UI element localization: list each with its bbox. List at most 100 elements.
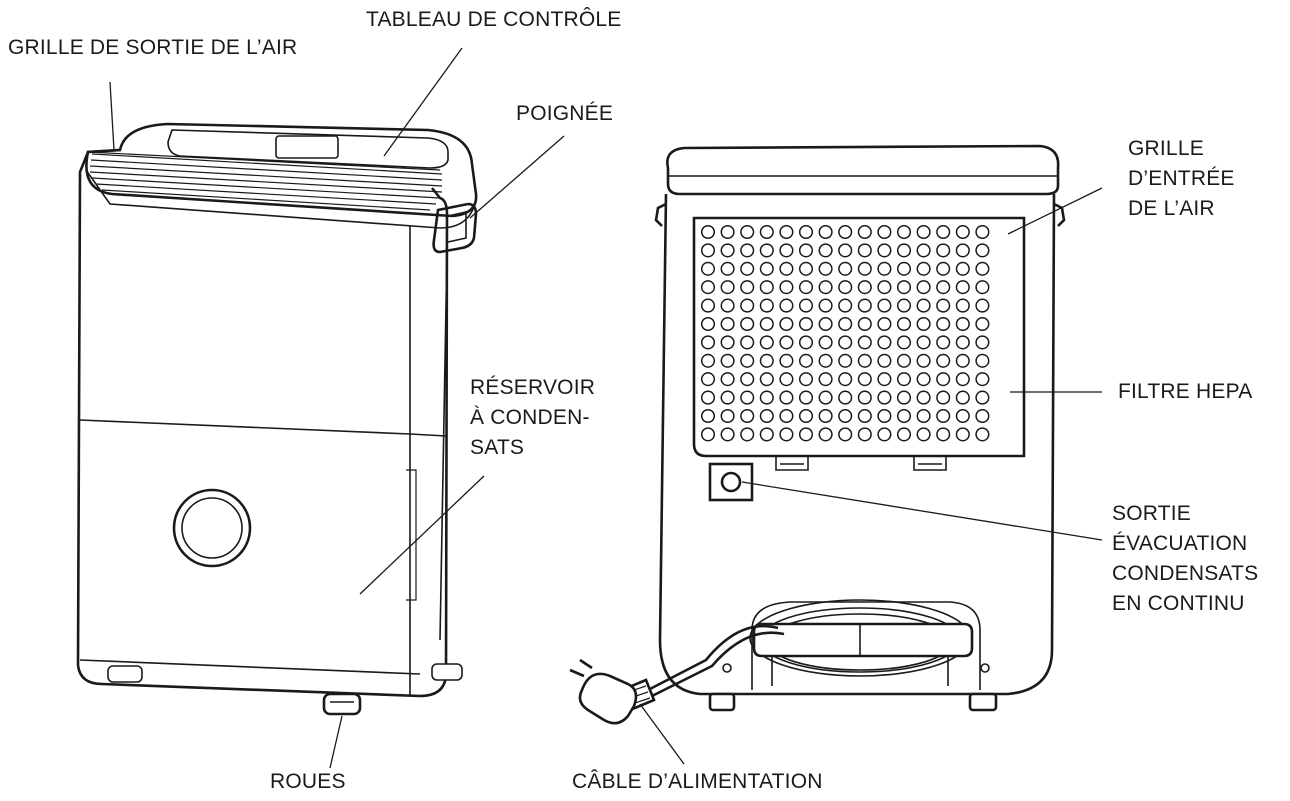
back-top-lid — [666, 144, 1060, 196]
air-inlet-hole — [740, 280, 755, 295]
air-inlet-hole — [838, 280, 853, 295]
air-inlet-hole — [720, 408, 735, 424]
filter-clip-right — [913, 456, 947, 471]
air-inlet-hole — [759, 335, 774, 350]
air-inlet-hole — [798, 243, 814, 258]
air-inlet-hole — [798, 261, 814, 276]
air-inlet-hole — [857, 316, 872, 332]
air-inlet-hole — [916, 335, 931, 350]
cable-wrap — [749, 599, 981, 690]
air-inlet-hole — [975, 335, 990, 350]
air-inlet-hole — [877, 372, 892, 387]
air-inlet-hole — [700, 224, 716, 240]
air-inlet-hole — [877, 224, 892, 240]
air-inlet-hole — [896, 335, 912, 350]
air-inlet-hole — [779, 316, 794, 332]
air-inlet-hole — [818, 390, 833, 405]
air-inlet-hole — [975, 353, 990, 368]
air-inlet-hole — [818, 316, 833, 332]
label-water-tank: RÉSERVOIR À CONDEN- SATS — [470, 373, 595, 463]
air-inlet-hole — [818, 261, 833, 276]
air-inlet-hole — [877, 261, 892, 276]
air-inlet-hole — [779, 298, 794, 313]
air-inlet-hole — [838, 372, 853, 387]
air-inlet-hole — [720, 298, 735, 313]
air-inlet-hole — [759, 261, 774, 276]
power-cable — [647, 624, 779, 692]
air-inlet-hole — [818, 408, 833, 424]
air-inlet-hole — [779, 353, 794, 368]
air-inlet-hole — [955, 372, 970, 387]
drain-outlet-hole — [720, 471, 742, 493]
air-inlet-hole — [740, 408, 755, 424]
label-drain-line-3: CONDENSATS — [1112, 562, 1259, 585]
air-inlet-hole — [857, 427, 872, 442]
air-inlet-hole — [975, 224, 990, 240]
air-inlet-hole — [838, 261, 853, 276]
air-outlet-louvers — [87, 151, 443, 211]
air-inlet-hole — [700, 390, 716, 405]
water-tank-seam — [79, 419, 411, 435]
air-inlet-hole — [779, 335, 794, 350]
air-inlet-hole — [700, 408, 716, 424]
leader-drain — [741, 481, 1103, 541]
air-inlet-hole — [740, 224, 755, 240]
air-inlet-hole — [896, 390, 912, 405]
air-inlet-hole — [936, 316, 951, 332]
air-inlet-hole — [779, 280, 794, 295]
air-inlet-hole — [936, 224, 951, 240]
air-inlet-hole — [740, 390, 755, 405]
air-inlet-hole — [798, 298, 814, 313]
air-inlet-hole — [818, 427, 833, 442]
air-inlet-hole — [838, 298, 853, 313]
water-level-ring-inner — [181, 497, 243, 559]
leader-wheels — [329, 715, 343, 769]
air-inlet-hole — [779, 261, 794, 276]
air-inlet-hole — [798, 353, 814, 368]
air-inlet-hole — [818, 280, 833, 295]
air-inlet-hole — [916, 280, 931, 295]
air-inlet-hole — [759, 427, 774, 442]
air-inlet-hole — [700, 335, 716, 350]
air-inlet-hole — [955, 427, 970, 442]
leader-cable — [639, 703, 685, 765]
air-inlet-hole — [857, 261, 872, 276]
air-inlet-hole — [877, 316, 892, 332]
air-inlet-hole — [936, 280, 951, 295]
leader-water-tank — [359, 475, 485, 595]
air-inlet-hole — [877, 353, 892, 368]
air-inlet-hole — [916, 427, 931, 442]
air-inlet-hole — [916, 353, 931, 368]
air-inlet-hole — [936, 390, 951, 405]
air-inlet-hole — [779, 372, 794, 387]
air-inlet-hole — [798, 427, 814, 442]
air-inlet-hole — [857, 298, 872, 313]
air-inlet-hole — [818, 335, 833, 350]
air-inlet-hole — [896, 408, 912, 424]
air-inlet-hole — [877, 427, 892, 442]
air-inlet-hole — [798, 390, 814, 405]
label-control-panel: TABLEAU DE CONTRÔLE — [366, 8, 622, 31]
air-inlet-hole — [700, 316, 716, 332]
air-inlet-hole — [857, 390, 872, 405]
label-hepa-filter: FILTRE HEPA — [1118, 380, 1253, 403]
air-inlet-hole — [936, 335, 951, 350]
air-inlet-hole — [818, 372, 833, 387]
air-inlet-hole — [975, 372, 990, 387]
label-air-inlet-line-3: DE L’AIR — [1128, 197, 1215, 220]
front-view — [76, 122, 478, 716]
label-drain-line-2: ÉVACUATION — [1112, 532, 1248, 555]
air-inlet-hole — [896, 372, 912, 387]
air-inlet-hole — [896, 243, 912, 258]
air-inlet-hole — [759, 390, 774, 405]
air-inlet-hole — [759, 243, 774, 258]
air-inlet-hole — [720, 261, 735, 276]
air-inlet-hole — [896, 427, 912, 442]
air-inlet-hole — [798, 372, 814, 387]
air-inlet-hole — [936, 427, 951, 442]
air-inlet-hole — [740, 316, 755, 332]
air-inlet-hole — [740, 335, 755, 350]
air-inlet-hole — [740, 427, 755, 442]
air-inlet-hole — [857, 353, 872, 368]
